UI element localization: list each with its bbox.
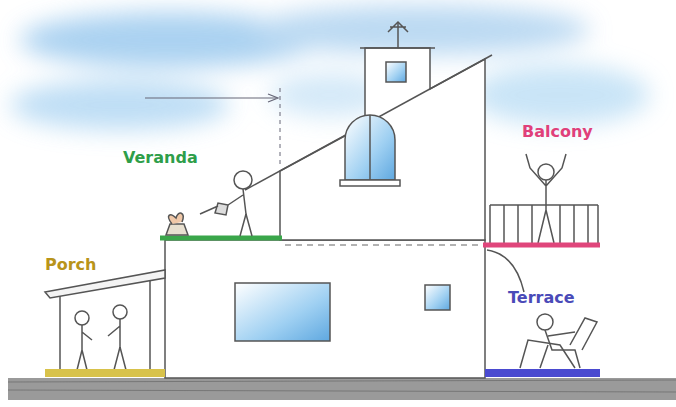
deck-chair	[520, 340, 575, 368]
porch-roof	[45, 270, 165, 298]
veranda-floor	[160, 236, 282, 241]
arched-window	[345, 115, 395, 180]
part-label: Veranda	[123, 149, 198, 167]
person-head	[537, 314, 553, 330]
balcony-figure	[487, 154, 598, 292]
part-label: Porch	[45, 256, 96, 274]
plant-pot	[166, 224, 188, 235]
plant	[169, 213, 184, 224]
small-window	[425, 285, 450, 310]
person-head	[234, 171, 252, 189]
newspaper	[570, 318, 597, 350]
window-frame	[369, 115, 371, 180]
part-label: Balcony	[522, 123, 593, 141]
veranda-figure	[166, 171, 252, 236]
tower-window	[386, 62, 406, 82]
cloud	[10, 80, 230, 130]
antenna	[388, 22, 408, 32]
balcony-bracket	[487, 250, 524, 292]
porch-figure	[45, 270, 165, 370]
part-label: Terrace	[508, 289, 575, 307]
house	[165, 22, 492, 378]
ground-hatching	[8, 380, 676, 392]
person-head	[75, 311, 89, 325]
ground	[8, 378, 676, 400]
terrace-floor	[485, 369, 600, 377]
person-head	[113, 305, 127, 319]
arrow-head	[268, 94, 278, 102]
person-head	[538, 164, 554, 180]
window-sill	[340, 180, 400, 186]
balcony-floor	[483, 243, 600, 248]
porch-floor	[45, 369, 165, 377]
terrace-figure	[520, 314, 597, 368]
upper-floor-wall	[280, 48, 485, 240]
person-body	[526, 154, 566, 243]
floor-line	[285, 244, 485, 245]
person-body	[77, 325, 92, 370]
cloud	[470, 65, 650, 125]
sky-wash	[10, 5, 650, 130]
person-body	[108, 319, 126, 370]
ground-floor-wall	[165, 240, 485, 378]
cloud	[250, 5, 590, 55]
balcony-railing	[490, 205, 598, 243]
antenna	[397, 22, 399, 48]
watering-can	[200, 203, 228, 215]
porch-post	[60, 280, 150, 370]
arrow-line	[145, 97, 276, 98]
person-body	[228, 189, 252, 236]
roof-line	[245, 55, 492, 190]
person-body	[545, 330, 580, 368]
guide-line	[280, 88, 281, 165]
large-window	[235, 283, 330, 341]
